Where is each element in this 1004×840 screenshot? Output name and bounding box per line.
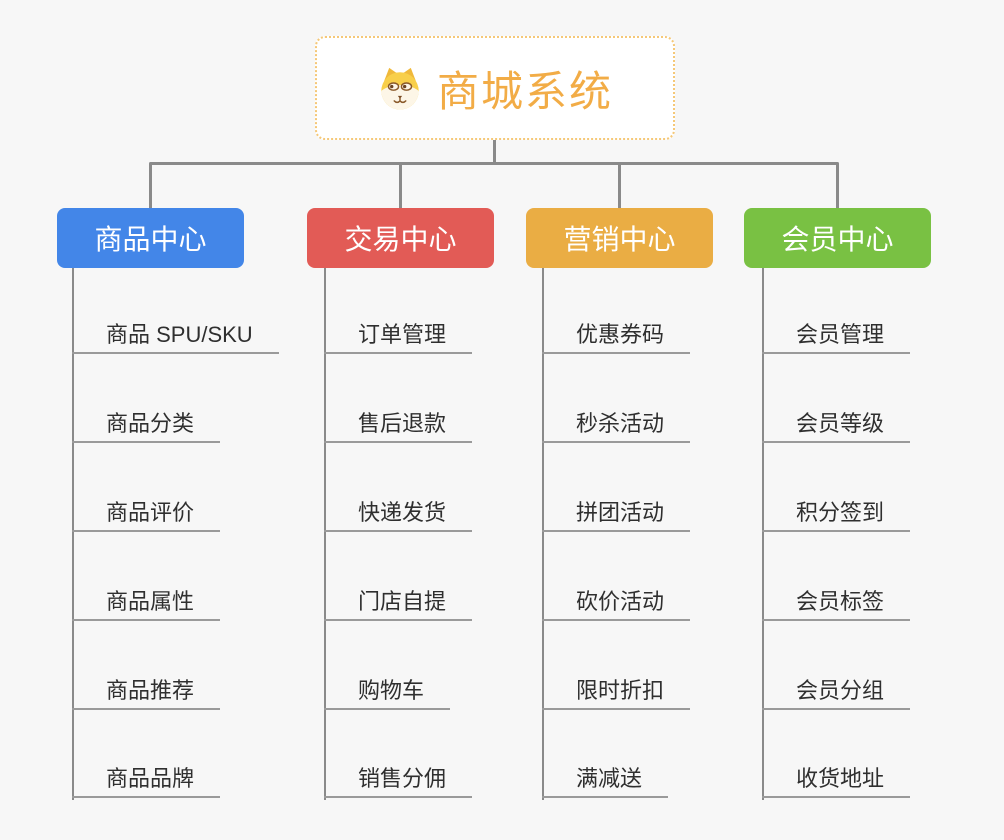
child-node[interactable]: 售后退款 [324,407,473,443]
connector-root-stub [493,140,496,164]
child-node[interactable]: 限时折扣 [542,674,691,710]
branch-node-member[interactable]: 会员中心 [744,208,931,268]
child-node[interactable]: 商品评价 [72,496,221,532]
branch-node-product[interactable]: 商品中心 [57,208,244,268]
branch-trunk-line [762,268,764,800]
child-node[interactable]: 秒杀活动 [542,407,691,443]
root-node[interactable]: 商城系统 [315,36,675,140]
child-node[interactable]: 会员等级 [762,407,911,443]
child-node[interactable]: 商品 SPU/SKU [72,318,279,354]
child-node[interactable]: 购物车 [324,674,451,710]
connector-drop-3 [618,164,621,208]
child-node[interactable]: 销售分佣 [324,762,473,798]
child-node[interactable]: 会员标签 [762,585,911,621]
branch-node-marketing[interactable]: 营销中心 [526,208,713,268]
dog-face-icon [377,65,423,111]
branch-trunk-line [72,268,74,800]
child-node[interactable]: 快递发货 [324,496,473,532]
branch-trunk-line [542,268,544,800]
child-node[interactable]: 积分签到 [762,496,911,532]
child-node[interactable]: 门店自提 [324,585,473,621]
child-node[interactable]: 满减送 [542,762,669,798]
child-node[interactable]: 商品分类 [72,407,221,443]
branch-trunk-line [324,268,326,800]
child-node[interactable]: 砍价活动 [542,585,691,621]
connector-horizontal [149,162,839,165]
child-node[interactable]: 会员分组 [762,674,911,710]
branch-node-trade[interactable]: 交易中心 [307,208,494,268]
child-node[interactable]: 商品属性 [72,585,221,621]
child-node[interactable]: 商品品牌 [72,762,221,798]
child-node[interactable]: 商品推荐 [72,674,221,710]
child-node[interactable]: 收货地址 [762,762,911,798]
child-node[interactable]: 优惠券码 [542,318,691,354]
root-title: 商城系统 [436,67,613,115]
child-node[interactable]: 订单管理 [324,318,473,354]
connector-drop-2 [399,164,402,208]
child-node[interactable]: 拼团活动 [542,496,691,532]
connector-drop-4 [836,164,839,208]
child-node[interactable]: 会员管理 [762,318,911,354]
connector-drop-1 [149,164,152,208]
